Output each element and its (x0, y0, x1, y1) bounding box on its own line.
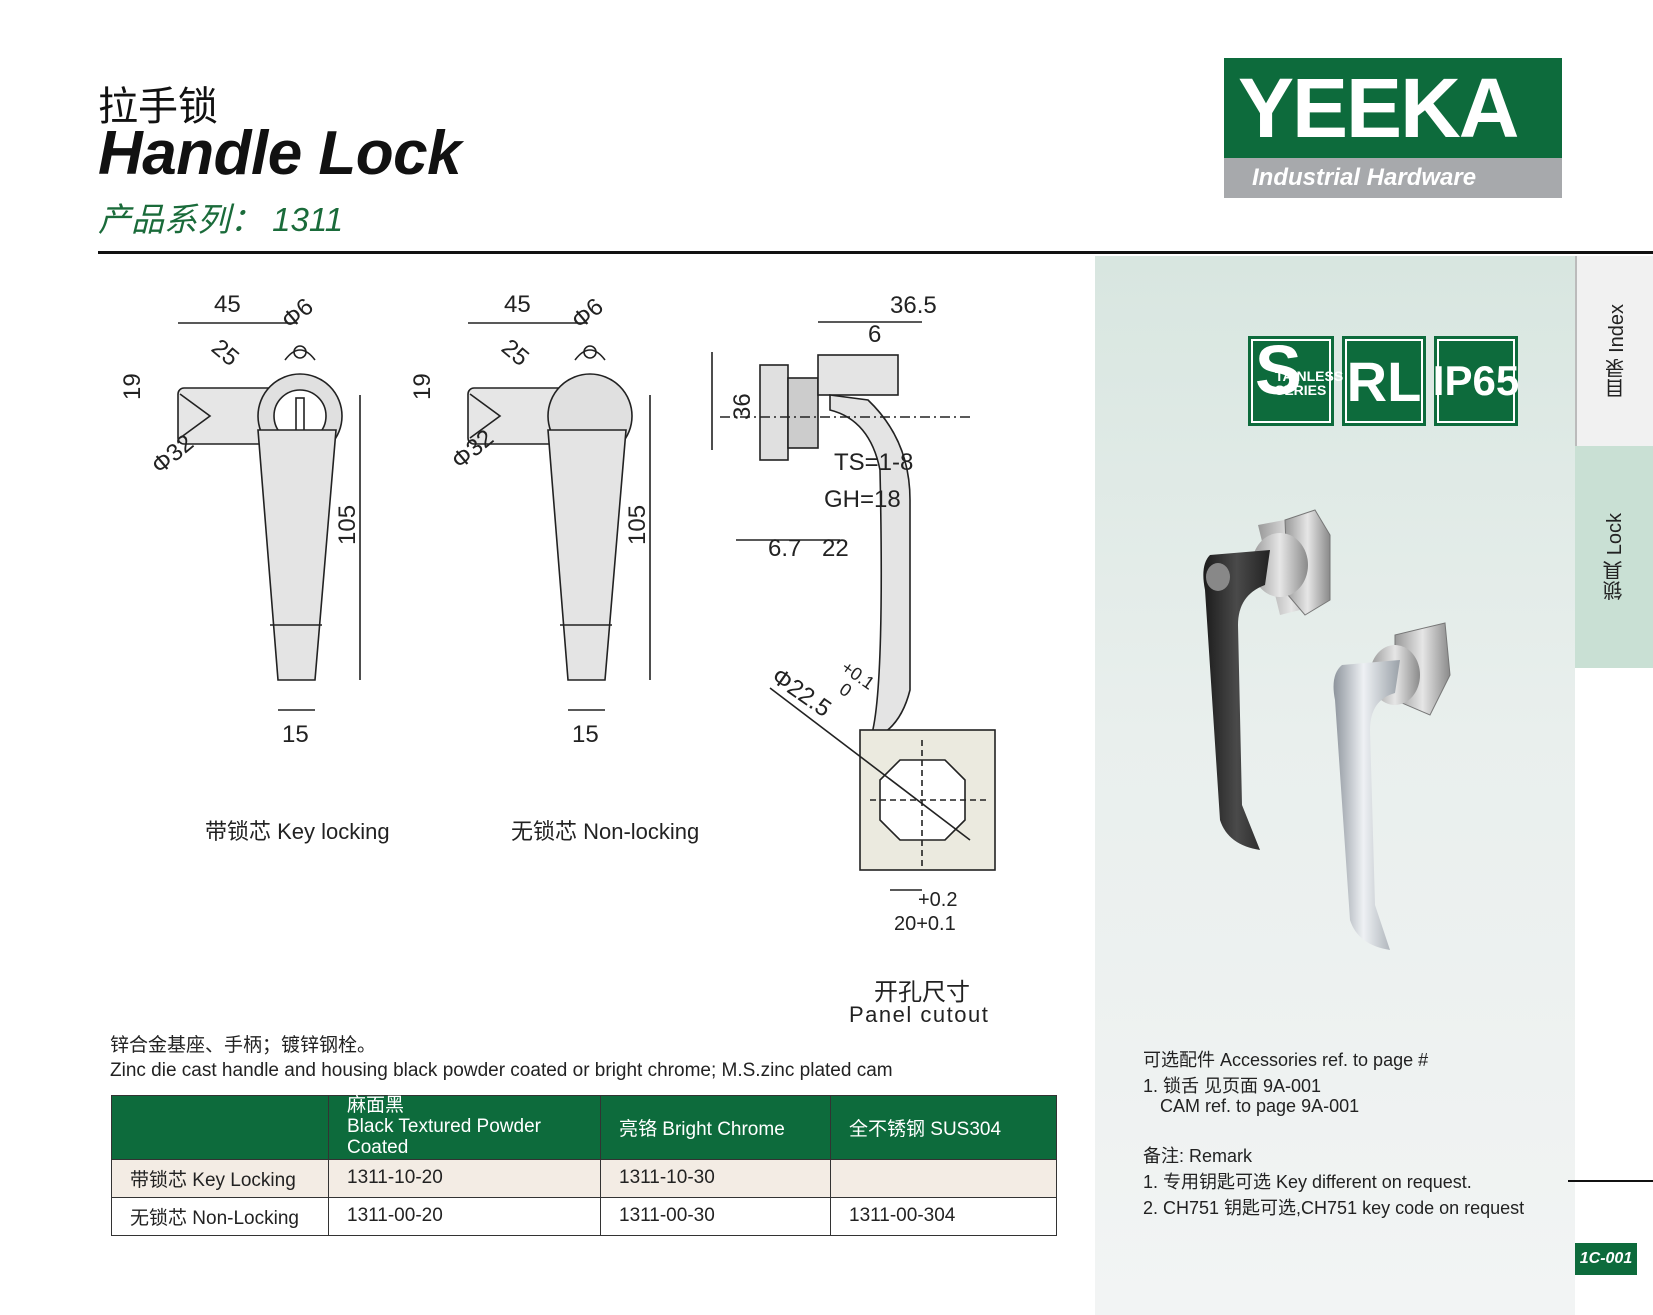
tab-index[interactable]: 目录 Index (1575, 256, 1653, 446)
non-locking-caption: 无锁芯 Non-locking (511, 819, 700, 844)
chrome-handle-lock (1333, 622, 1451, 950)
panel-cutout-drawing (769, 687, 996, 871)
brand-logo: YEEKA Industrial Hardware (1224, 58, 1562, 198)
page-title: Handle Lock (98, 119, 462, 188)
product-photo-panel (1095, 256, 1575, 1315)
technical-drawings: 45 45 25 25 Φ6 Φ6 19 19 Φ32 Φ32 105 105 … (119, 291, 996, 935)
dim-25-key: 25 (206, 334, 244, 372)
dim-gh: GH=18 (824, 486, 901, 513)
header-rule (98, 251, 1653, 254)
certification-badges: S TAINLESS SERIES RL IP65 (1248, 335, 1519, 426)
logo-wordmark: YEEKA (1224, 58, 1562, 158)
dim-6-7: 6.7 (768, 535, 801, 562)
remark-line-2: 2. CH751 钥匙可选,CH751 key code on request (1143, 1198, 1525, 1218)
logo-tagline: Industrial Hardware (1224, 158, 1562, 198)
dim-6: 6 (868, 321, 881, 348)
page-number: 1C-001 (1575, 1243, 1637, 1275)
table-cell: 1311-10-20 (328, 1158, 601, 1198)
ip65-badge: IP65 (1433, 336, 1519, 426)
remark-title: 备注: Remark (1143, 1146, 1253, 1166)
dim-ts: TS=1-8 (834, 449, 913, 476)
dim-15-key: 15 (282, 721, 309, 748)
dim-36-5: 36.5 (890, 292, 937, 319)
dim-36: 36 (729, 393, 756, 420)
series-label: 产品系列： 1311 (98, 201, 344, 238)
tab-lock-label: 锁具 Lock (1603, 513, 1626, 601)
table-cell (830, 1158, 1057, 1198)
non-locking-drawing (467, 345, 633, 681)
table-row: 无锁芯 Non-Locking 1311-00-20 1311-00-30 13… (111, 1196, 1057, 1236)
table-header-chrome: 亮铬 Bright Chrome (600, 1095, 831, 1160)
table-row: 带锁芯 Key Locking 1311-10-20 1311-10-30 (111, 1158, 1057, 1198)
title-chinese: 拉手锁 (98, 85, 218, 129)
dim-105-non: 105 (624, 505, 651, 545)
dim-tol-0: 0 (836, 679, 856, 701)
material-english: Zinc die cast handle and housing black p… (110, 1060, 893, 1081)
stainless-series-badge: S TAINLESS SERIES (1248, 335, 1343, 426)
dim-105-key: 105 (334, 505, 361, 545)
dim-25-non: 25 (496, 334, 534, 372)
dim-22: 22 (822, 535, 849, 562)
dim-19-non: 19 (409, 373, 436, 400)
table-header-row: 麻面黑 Black Textured Powder Coated 亮铬 Brig… (111, 1095, 1057, 1160)
table-cell: 1311-10-30 (600, 1158, 831, 1198)
accessories-line-1: 1. 锁舌 见页面 9A-001 (1143, 1076, 1322, 1096)
panel-cutout-caption-en: Panel cutout (849, 1002, 990, 1027)
panel-cutout-caption-cn: 开孔尺寸 (874, 979, 970, 1006)
dim-45-key: 45 (214, 291, 241, 318)
table-header-black: 麻面黑 Black Textured Powder Coated (328, 1095, 601, 1160)
dim-19-key: 19 (119, 373, 146, 400)
tab-index-label: 目录 Index (1605, 303, 1628, 399)
table-cell: 带锁芯 Key Locking (111, 1158, 329, 1198)
accessories-title: 可选配件 Accessories ref. to page # (1143, 1050, 1429, 1070)
dim-15-non: 15 (572, 721, 599, 748)
table-cell: 1311-00-20 (328, 1196, 601, 1236)
table-header-empty (111, 1095, 329, 1160)
table-cell: 1311-00-30 (600, 1196, 831, 1236)
key-locking-drawing (177, 345, 343, 681)
remark-line-1: 1. 专用钥匙可选 Key different on request. (1143, 1172, 1472, 1192)
footer-rule (1568, 1180, 1653, 1182)
side-view-drawing (720, 354, 970, 742)
part-number-table: 麻面黑 Black Textured Powder Coated 亮铬 Brig… (111, 1095, 1057, 1236)
dim-45-non: 45 (504, 291, 531, 318)
product-photo (1203, 509, 1451, 950)
tab-lock[interactable]: 锁具 Lock (1575, 446, 1653, 668)
dim-tol-02: +0.2 (918, 889, 957, 911)
dim-d6-non: Φ6 (567, 293, 609, 335)
table-cell: 无锁芯 Non-Locking (111, 1196, 329, 1236)
key-locking-caption: 带锁芯 Key locking (205, 819, 390, 844)
black-handle-lock (1203, 509, 1331, 850)
accessories-line-2: CAM ref. to page 9A-001 (1160, 1096, 1360, 1116)
table-cell: 1311-00-304 (830, 1196, 1057, 1236)
material-chinese: 锌合金基座、手柄；镀锌钢栓。 (110, 1035, 377, 1056)
table-header-sus304: 全不锈钢 SUS304 (830, 1095, 1057, 1160)
rl-badge: RL (1342, 336, 1426, 426)
dim-d6-key: Φ6 (277, 293, 319, 335)
dim-20: 20+0.1 (894, 913, 956, 935)
